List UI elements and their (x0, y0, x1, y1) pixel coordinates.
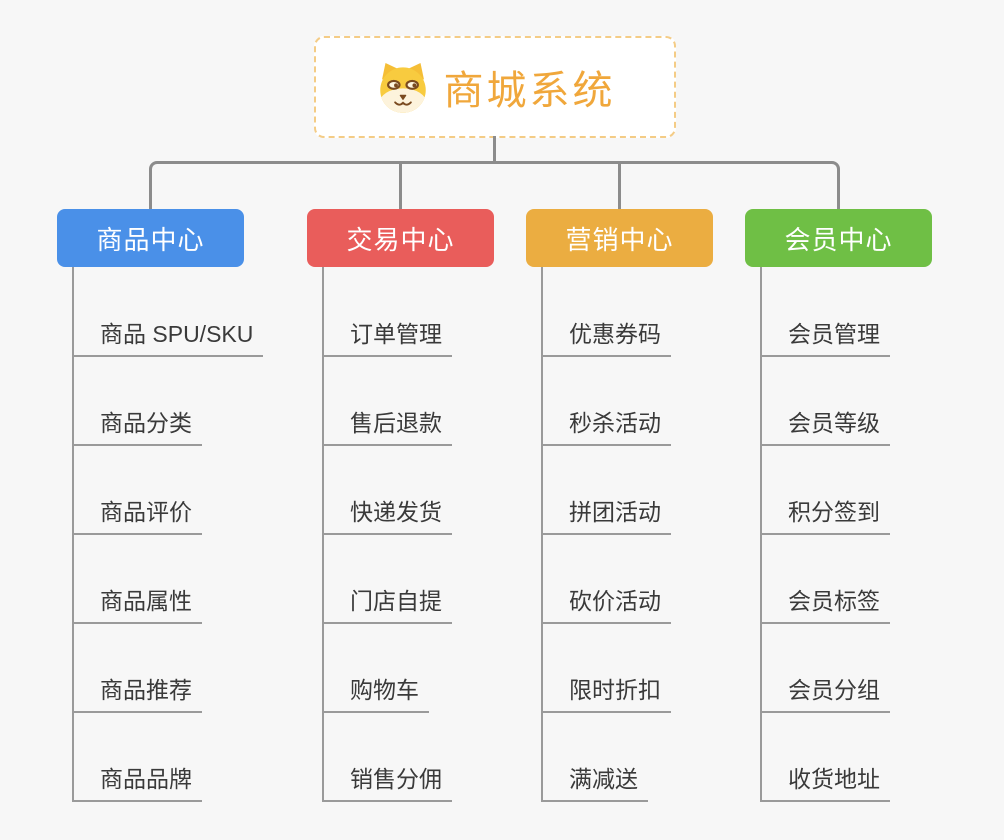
leaf-node[interactable]: 门店自提 (322, 589, 452, 624)
leaf-node[interactable]: 积分签到 (760, 500, 890, 535)
branch-bus-line (149, 161, 840, 210)
leaf-node[interactable]: 收货地址 (760, 767, 890, 802)
leaf-node[interactable]: 商品属性 (72, 589, 202, 624)
leaf-node[interactable]: 秒杀活动 (541, 411, 671, 446)
root-node[interactable]: 商城系统 (314, 36, 676, 138)
branch-stub-line (618, 161, 621, 210)
doge-icon (375, 61, 431, 114)
leaf-node[interactable]: 订单管理 (322, 322, 452, 357)
leaf-node[interactable]: 会员标签 (760, 589, 890, 624)
leaf-node[interactable]: 优惠券码 (541, 322, 671, 357)
branch-column: 交易中心订单管理售后退款快递发货门店自提购物车销售分佣 (307, 209, 547, 809)
branch-node[interactable]: 营销中心 (526, 209, 713, 267)
leaf-node[interactable]: 砍价活动 (541, 589, 671, 624)
leaf-node[interactable]: 会员等级 (760, 411, 890, 446)
leaf-node[interactable]: 销售分佣 (322, 767, 452, 802)
leaf-node[interactable]: 售后退款 (322, 411, 452, 446)
leaf-node[interactable]: 拼团活动 (541, 500, 671, 535)
root-title: 商城系统 (443, 69, 616, 113)
leaf-node[interactable]: 购物车 (322, 678, 429, 713)
branch-node[interactable]: 交易中心 (307, 209, 494, 267)
leaf-node[interactable]: 限时折扣 (541, 678, 671, 713)
branch-column: 会员中心会员管理会员等级积分签到会员标签会员分组收货地址 (745, 209, 985, 809)
leaf-node[interactable]: 满减送 (541, 767, 648, 802)
root-connector-line (493, 136, 496, 163)
branch-node[interactable]: 会员中心 (745, 209, 932, 267)
branch-column: 营销中心优惠券码秒杀活动拼团活动砍价活动限时折扣满减送 (526, 209, 766, 809)
leaf-node[interactable]: 会员分组 (760, 678, 890, 713)
leaf-node[interactable]: 商品推荐 (72, 678, 202, 713)
leaf-node[interactable]: 商品分类 (72, 411, 202, 446)
leaf-node[interactable]: 快递发货 (322, 500, 452, 535)
leaf-node[interactable]: 商品评价 (72, 500, 202, 535)
branch-column: 商品中心商品 SPU/SKU 商品分类商品评价商品属性商品推荐商品品牌 (57, 209, 297, 809)
branch-stub-line (399, 161, 402, 210)
leaf-node[interactable]: 会员管理 (760, 322, 890, 357)
leaf-node[interactable]: 商品品牌 (72, 767, 202, 802)
leaf-node[interactable]: 商品 SPU/SKU (72, 322, 264, 357)
branch-node[interactable]: 商品中心 (57, 209, 244, 267)
